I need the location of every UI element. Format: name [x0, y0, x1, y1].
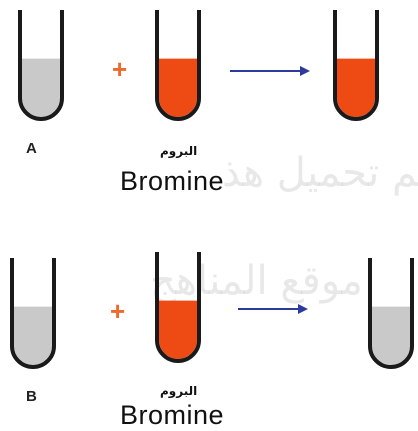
- tube-outline: [10, 258, 56, 369]
- test-tube-graphic: [368, 258, 414, 369]
- row-b-reagent-label-arabic: البروم: [160, 384, 198, 398]
- tube-outline: [333, 10, 379, 121]
- row-a-plus-sign: +: [112, 54, 128, 84]
- row-a-start-tube: [18, 10, 64, 122]
- tube-outline: [18, 10, 64, 121]
- row-b-reagent-label-english: Bromine: [120, 400, 225, 430]
- row-a-reaction-arrow: [230, 64, 310, 82]
- row-b-arrow-icon: [238, 304, 308, 314]
- test-tube-graphic: [155, 10, 201, 121]
- row-b-reaction-arrow: [238, 302, 308, 320]
- row-a-reagent-label-arabic: البروم: [160, 144, 198, 158]
- tube-outline: [368, 258, 414, 369]
- test-tube-graphic: [333, 10, 379, 121]
- test-tube-graphic: [10, 258, 56, 369]
- tube-liquid: [14, 306, 52, 365]
- row-b-plus-sign: +: [110, 296, 126, 326]
- row-b-result-tube: [368, 258, 414, 370]
- row-a-reagent-label-english: Bromine: [120, 166, 225, 196]
- tube-liquid: [372, 306, 410, 365]
- row-a-result-tube: [333, 10, 379, 122]
- tube-liquid: [159, 300, 197, 359]
- row-b-bromine-tube: [155, 252, 201, 364]
- watermark-line-1: تم تحميل هذ: [222, 150, 418, 196]
- test-tube-graphic: [155, 252, 201, 363]
- row-a-arrow-icon: [230, 66, 310, 76]
- tube-liquid: [159, 58, 197, 117]
- tube-liquid: [22, 58, 60, 117]
- tube-liquid: [337, 58, 375, 117]
- row-a-bromine-tube: [155, 10, 201, 122]
- row-b-sample-label: B: [26, 388, 37, 405]
- tube-outline: [155, 252, 201, 363]
- test-tube-graphic: [18, 10, 64, 121]
- row-a-sample-label: A: [26, 140, 37, 157]
- tube-outline: [155, 10, 201, 121]
- row-b-start-tube: [10, 258, 56, 370]
